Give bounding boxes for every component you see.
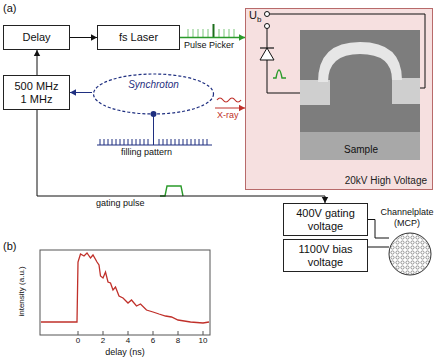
signal-wire [267, 60, 300, 93]
xray-wave [217, 98, 241, 102]
drawing-part [228, 29, 229, 37]
synchrotron-ring: Synchroton [92, 70, 215, 118]
drawing-part [187, 29, 188, 37]
node-text: 500 MHz 1 MHz [12, 80, 61, 104]
connector [368, 220, 389, 239]
sample-photo [300, 132, 420, 160]
connector-line [180, 37, 245, 39]
photodiode-symbol [260, 48, 274, 60]
sample-image: Sample [301, 31, 421, 161]
laser-box: fs Laser [97, 25, 180, 50]
connector-line [368, 220, 389, 239]
annotation-label: U [249, 9, 257, 21]
node-text: Channelplate (MCP) [380, 207, 434, 229]
drawing-part [233, 29, 234, 37]
connector [70, 89, 92, 95]
bias-wire [267, 14, 425, 88]
bias-wire [267, 26, 268, 48]
node-text: 20kV High Voltage [345, 175, 427, 186]
connector-line [368, 247, 389, 248]
bias-voltage-box: 1100V bias voltage [283, 239, 368, 272]
annotation-label: 0 [70, 337, 86, 346]
gating-pulse-shape [160, 186, 183, 196]
drawing-part [202, 29, 203, 37]
annotation-label: intensity (a.u.) [18, 251, 27, 331]
connector [70, 34, 97, 40]
annotation-label: 4 [120, 337, 136, 346]
axis-ticks [78, 331, 203, 335]
annotation-label: 8 [170, 337, 186, 346]
bunch-stem [153, 114, 154, 145]
channelplate-disc [389, 233, 431, 275]
signal-pulse [273, 70, 286, 78]
node-text: Sample [301, 144, 421, 155]
drawing-part [218, 29, 219, 37]
sample-photo [300, 30, 420, 160]
edge-label: gating pulse [96, 199, 145, 209]
terminal [265, 24, 270, 29]
annotation-label: 6 [145, 337, 161, 346]
annotation-label: filling pattern [121, 148, 172, 158]
annotation-label: b [257, 16, 261, 25]
terminal [265, 12, 270, 17]
picked-pulse [213, 24, 215, 37]
drawing-part [192, 29, 193, 37]
connector [34, 50, 40, 75]
pulse-train [188, 29, 234, 37]
arrowhead [34, 50, 40, 56]
gating-voltage-box: 400V gating voltage [283, 203, 368, 236]
connector [180, 34, 245, 40]
arrowhead [70, 89, 76, 95]
annotation-label: 10 [195, 337, 211, 346]
annotation-label: (b) [3, 240, 16, 252]
drawing-part [207, 29, 208, 37]
edge-label: Pulse Picker [184, 41, 234, 51]
delay-box: Delay [3, 25, 70, 50]
drawing-part [223, 29, 224, 37]
clock-box: 500 MHz 1 MHz [3, 75, 70, 110]
node-text: Delay [22, 31, 50, 43]
node-text: fs Laser [119, 31, 158, 43]
contact-pad [392, 78, 420, 104]
panel-ground [245, 8, 433, 190]
node-text: 400V gating voltage [292, 207, 359, 231]
channelplate-disc: Channelplate (MCP) [389, 233, 431, 275]
annotation-label: X-ray [217, 111, 239, 121]
annotation-label: delay (ns) [97, 348, 153, 358]
contact-pad [300, 80, 330, 105]
annotation-label: (a) [3, 2, 16, 14]
bridge-arch [318, 42, 402, 82]
node-text: Synchroton [92, 79, 215, 90]
annotation-label: 2 [95, 337, 111, 346]
photodiode-symbol [260, 47, 274, 48]
connector [368, 247, 389, 248]
filling-pattern [100, 139, 207, 145]
node-text: 1100V bias voltage [292, 243, 359, 267]
high-voltage-panel: 20kV High Voltage Sample [245, 8, 433, 190]
plot-frame [40, 250, 210, 335]
intensity-curve [41, 253, 209, 323]
drawing-part [197, 29, 198, 37]
